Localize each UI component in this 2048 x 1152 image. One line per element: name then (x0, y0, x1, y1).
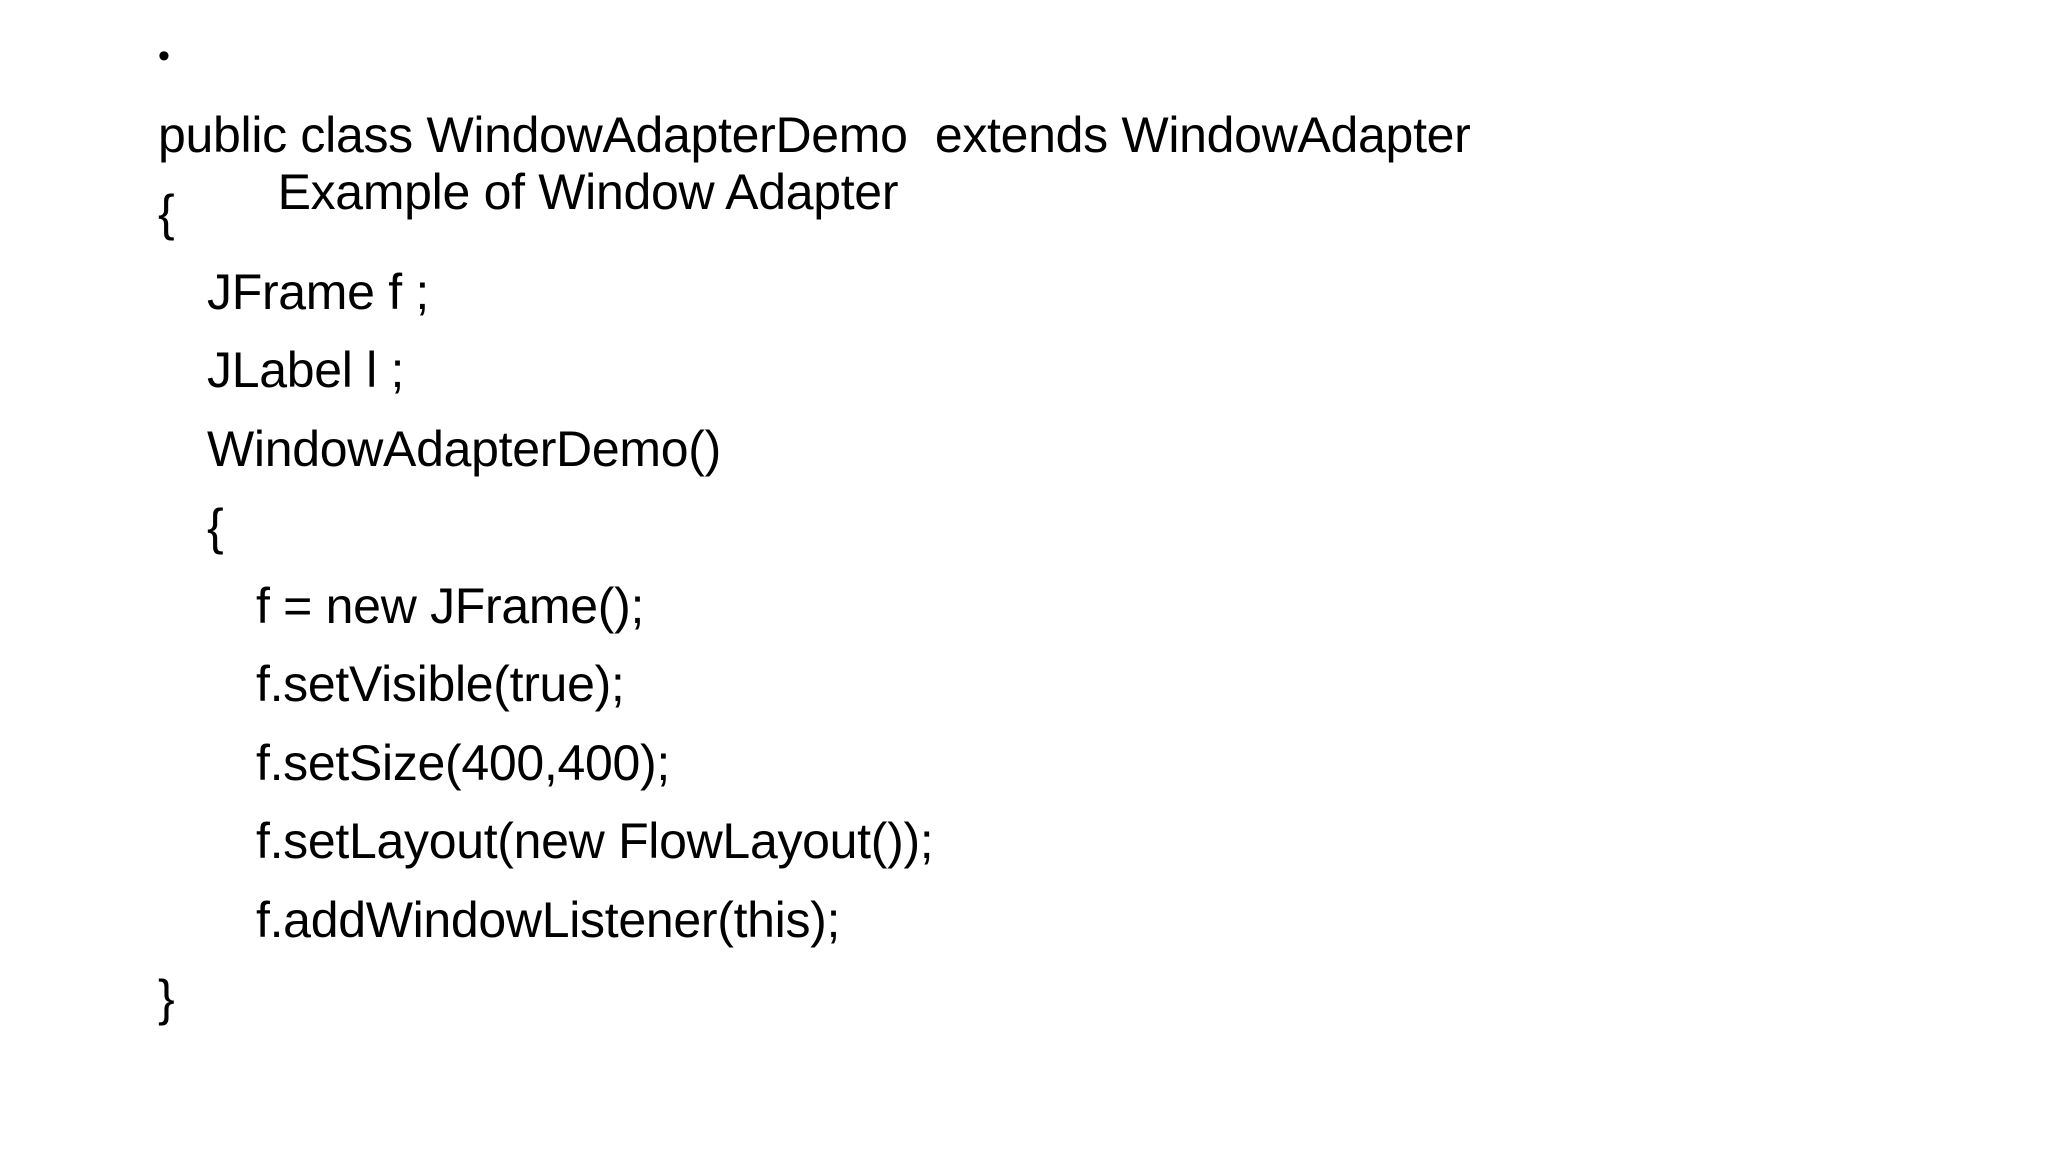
code-line: public class WindowAdapterDemo extends W… (158, 106, 1471, 163)
code-line: f.addWindowListener(this); (256, 891, 841, 948)
code-line: } (158, 970, 175, 1026)
code-line: f.setVisible(true); (256, 656, 625, 712)
code-line: f.setSize(400,400); (256, 734, 670, 791)
code-line: f.setLayout(new FlowLayout()); (256, 813, 934, 869)
code-line: { (207, 499, 224, 555)
code-line: f = new JFrame(); (256, 577, 645, 634)
code-line: JLabel l ; (207, 342, 405, 398)
code-line: JFrame f ; (207, 263, 430, 320)
heading-line: • Example of Window Adapter (158, 22, 1958, 220)
slide-content: • Example of Window Adapter public class… (158, 22, 1958, 1043)
code-line: WindowAdapterDemo() (207, 420, 721, 477)
slide-heading: Example of Window Adapter (277, 164, 899, 220)
code-line: { (158, 185, 175, 241)
bullet-icon: • (158, 37, 170, 75)
